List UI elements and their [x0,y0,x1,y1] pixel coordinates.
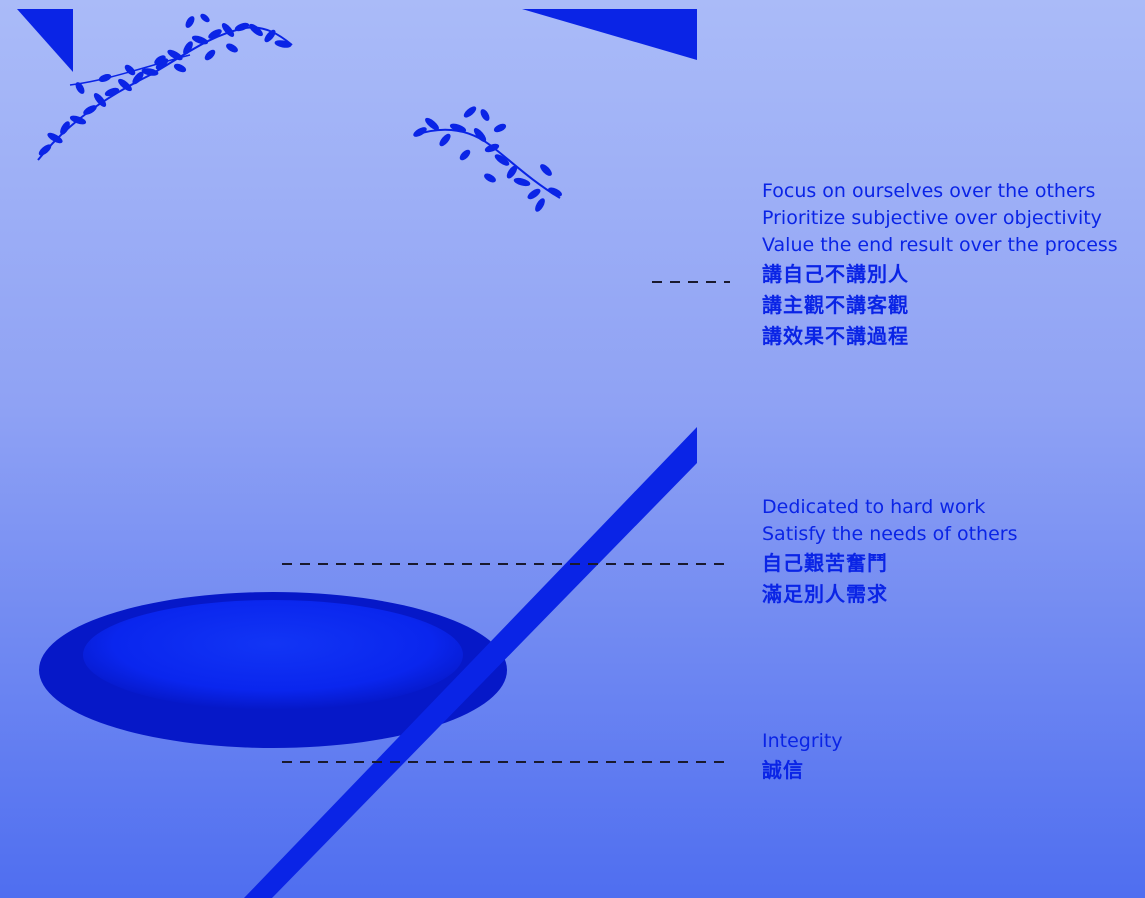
label-group-top: Focus on ourselves over the others Prior… [762,178,1118,352]
ellipse-disc-shape [39,592,507,748]
label-english: Satisfy the needs of others [762,523,1018,545]
label-chinese: 自己艱苦奮鬥 [762,551,888,575]
leafy-vine-decoration-icon [37,13,293,161]
diagonal-bar-shape [244,427,697,898]
label-english: Value the end result over the process [762,234,1118,256]
label-chinese: 誠信 [762,758,804,782]
label-english: Prioritize subjective over objectivity [762,207,1102,229]
triangle-shape-right [522,9,697,60]
label-group-middle: Dedicated to hard work Satisfy the needs… [762,494,1017,610]
label-chinese: 滿足別人需求 [762,582,888,606]
label-chinese: 講效果不講過程 [762,324,909,348]
triangle-shape-left [17,9,73,72]
label-english: Focus on ourselves over the others [762,180,1096,202]
label-chinese: 講自己不講別人 [762,262,909,286]
label-english: Dedicated to hard work [762,496,986,518]
leafy-vine-decoration-icon [413,106,562,212]
label-group-bottom: Integrity 誠信 [762,728,843,786]
label-chinese: 講主觀不講客觀 [762,293,909,317]
label-english: Integrity [762,730,843,752]
